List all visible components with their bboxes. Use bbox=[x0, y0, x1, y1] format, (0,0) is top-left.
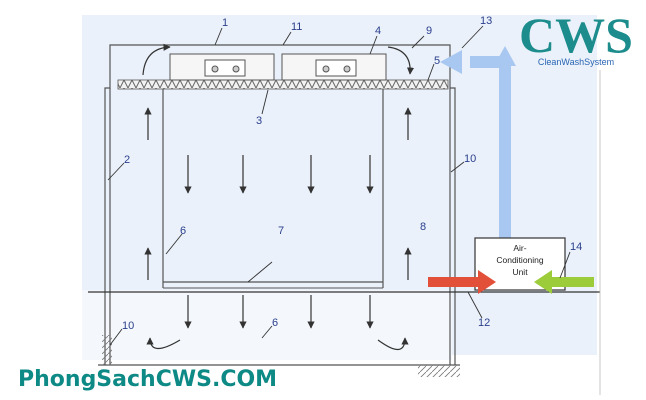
label-6-bottom: 6 bbox=[272, 317, 278, 329]
airflow-arrows bbox=[142, 43, 415, 351]
label-7: 7 bbox=[278, 225, 284, 237]
below-floor-background bbox=[82, 290, 452, 360]
label-12: 12 bbox=[478, 317, 490, 329]
brand-logo: CWS CleanWashSystem bbox=[519, 7, 633, 67]
ground-hatch bbox=[418, 365, 460, 377]
label-11: 11 bbox=[291, 21, 302, 33]
label-9: 9 bbox=[426, 25, 432, 37]
leader-lines bbox=[107, 25, 571, 346]
ac-unit-line-1: Air- bbox=[513, 243, 526, 253]
return-air-arrowhead bbox=[478, 270, 496, 294]
label-5: 5 bbox=[434, 55, 440, 67]
label-14: 14 bbox=[570, 241, 582, 253]
supply-air-arrowhead-top bbox=[494, 46, 516, 66]
enclosure bbox=[98, 44, 460, 366]
label-3: 3 bbox=[256, 115, 262, 127]
return-air-arrow-shaft bbox=[428, 277, 480, 287]
label-4: 4 bbox=[375, 25, 381, 37]
fresh-air-arrow-shaft bbox=[548, 277, 594, 287]
number-labels: 1 11 4 9 13 5 3 2 10 7 8 6 14 12 6 10 bbox=[122, 15, 582, 332]
fresh-air-arrowhead bbox=[534, 270, 552, 294]
label-10-bottom: 10 bbox=[122, 320, 134, 332]
ac-unit-line-2: Conditioning bbox=[496, 255, 544, 265]
label-13: 13 bbox=[480, 15, 492, 27]
logo-text: CWS bbox=[519, 7, 633, 63]
wall-hatch-left bbox=[102, 335, 112, 365]
label-10-top: 10 bbox=[464, 153, 476, 165]
supply-air-arrowhead-left bbox=[440, 50, 462, 74]
logo-subtitle: CleanWashSystem bbox=[538, 57, 614, 67]
fan-unit-right bbox=[281, 53, 387, 81]
ac-unit-line-3: Unit bbox=[512, 267, 528, 277]
website-text: PhongSachCWS.COM bbox=[18, 367, 277, 392]
label-2: 2 bbox=[124, 154, 130, 166]
label-8: 8 bbox=[420, 221, 426, 233]
fan-unit-left bbox=[169, 53, 275, 81]
filter-coil-band bbox=[117, 79, 449, 90]
label-1: 1 bbox=[222, 17, 228, 29]
label-6-top: 6 bbox=[180, 225, 186, 237]
inner-room-walls bbox=[162, 89, 384, 288]
